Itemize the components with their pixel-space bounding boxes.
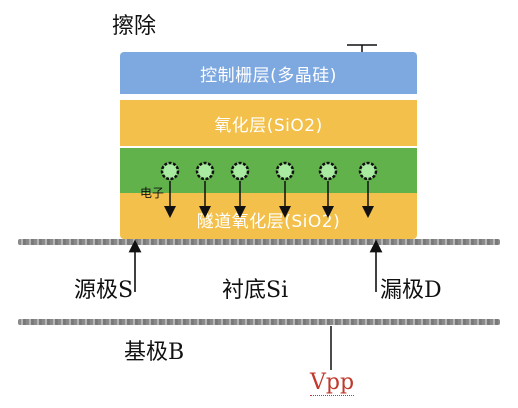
electron (160, 161, 180, 218)
vpp-label: Vpp (310, 370, 355, 396)
electron (195, 161, 215, 218)
drain-label: 漏极D (380, 278, 442, 303)
oxide-layer: 氧化层(SiO2) (120, 100, 417, 146)
control-gate-layer: 控制栅层(多晶硅) (120, 52, 417, 94)
electron (318, 161, 338, 218)
source-label: 源极S (74, 278, 134, 303)
electron-label: 电子 (140, 186, 165, 200)
control-gate-label: 控制栅层(多晶硅) (200, 65, 337, 86)
substrate-surface (18, 239, 500, 245)
substrate-label: 衬底Si (222, 278, 289, 303)
base-label: 基极B (124, 340, 185, 365)
oxide-label: 氧化层(SiO2) (214, 115, 323, 136)
electron (275, 161, 295, 218)
diagram-title: 擦除 (112, 14, 157, 39)
base-surface (18, 319, 500, 325)
tunnel-oxide-label: 隧道氧化层(SiO2) (196, 211, 341, 232)
electron (358, 161, 378, 218)
electron (230, 161, 250, 218)
